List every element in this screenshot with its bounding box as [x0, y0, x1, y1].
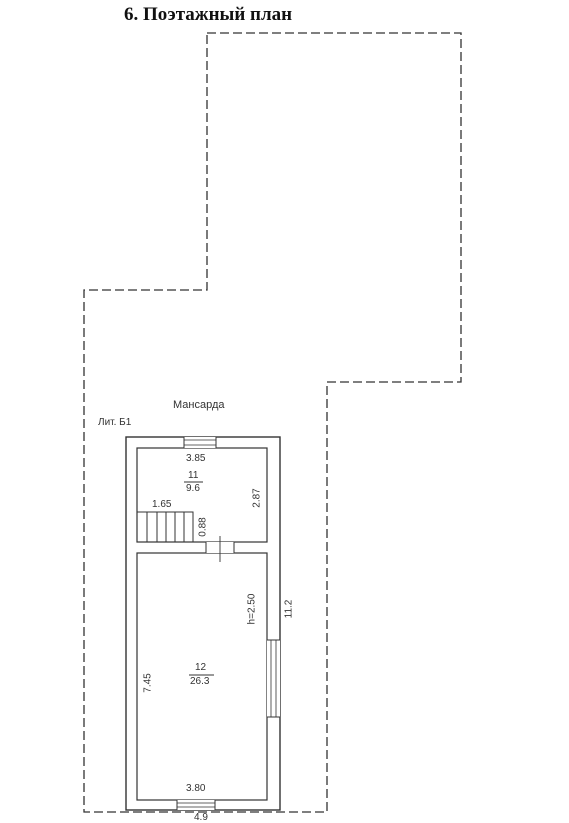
dim-total-length: 11.2: [283, 599, 295, 619]
room-12-number: 12: [195, 662, 207, 673]
staircase: [136, 511, 194, 543]
ceiling-height: h=2.50: [246, 593, 258, 625]
dim-total-width: 4.9: [194, 812, 208, 823]
window-right: [267, 639, 280, 718]
site-outline-dashed: [83, 32, 462, 813]
dim-room11-width: 3.85: [186, 453, 206, 464]
dim-room11-depth: 2.87: [251, 488, 263, 508]
dim-stair-depth: 0.88: [197, 517, 209, 537]
dim-room12-depth: 7.45: [142, 673, 154, 693]
room-12-area: 26.3: [190, 676, 210, 687]
building-label: Лит. Б1: [98, 417, 132, 428]
window-top: [183, 437, 217, 448]
doorway: [205, 536, 235, 562]
window-bottom: [176, 800, 216, 810]
dim-stair-width: 1.65: [152, 499, 172, 510]
page-title: 6. Поэтажный план: [124, 4, 293, 25]
dim-room12-width: 3.80: [186, 783, 206, 794]
room-11-area: 9.6: [186, 483, 200, 494]
room-11-number: 11: [188, 470, 199, 481]
floor-label: Мансарда: [173, 399, 225, 411]
